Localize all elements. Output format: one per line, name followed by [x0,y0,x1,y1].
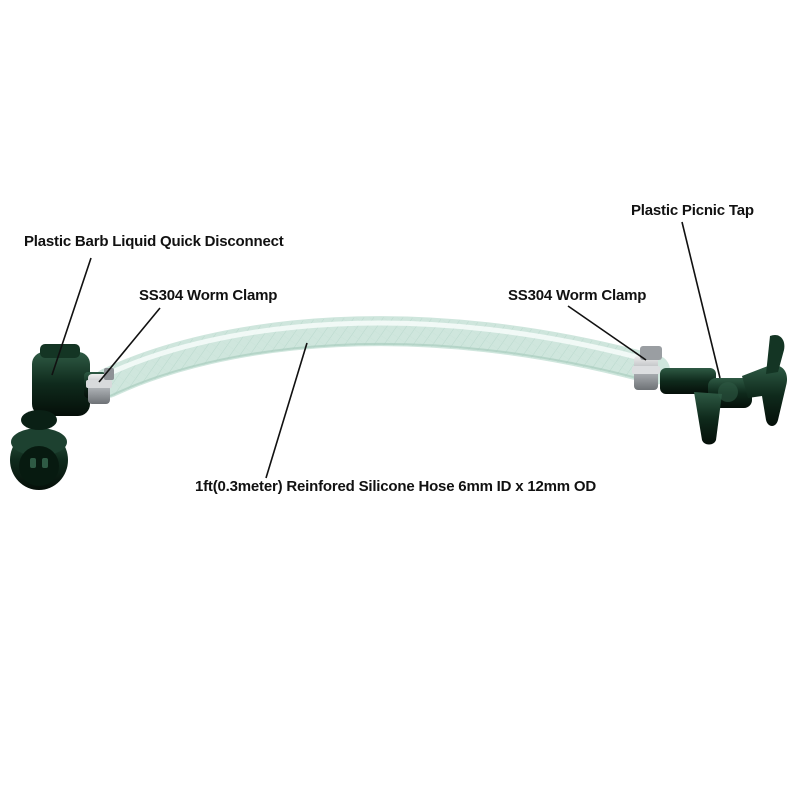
label-worm-clamp-right: SS304 Worm Clamp [508,287,647,304]
leader-line-picnic-tap [681,221,721,379]
leader-line-clamp-left [98,307,161,383]
leader-line-hose [265,342,308,479]
label-worm-clamp-left: SS304 Worm Clamp [139,287,278,304]
label-quick-disconnect: Plastic Barb Liquid Quick Disconnect [24,233,284,250]
leader-line-quick-disconnect [51,257,92,376]
quick-disconnect-fitting [10,344,106,490]
label-hose: 1ft(0.3meter) Reinfored Silicone Hose 6m… [195,478,596,495]
leader-line-clamp-right [567,305,647,361]
picnic-tap [660,334,788,445]
label-picnic-tap: Plastic Picnic Tap [631,202,754,219]
worm-clamp-right [632,346,662,390]
silicone-hose [93,316,670,398]
worm-clamp-left [86,368,114,404]
leader-lines [51,221,721,479]
